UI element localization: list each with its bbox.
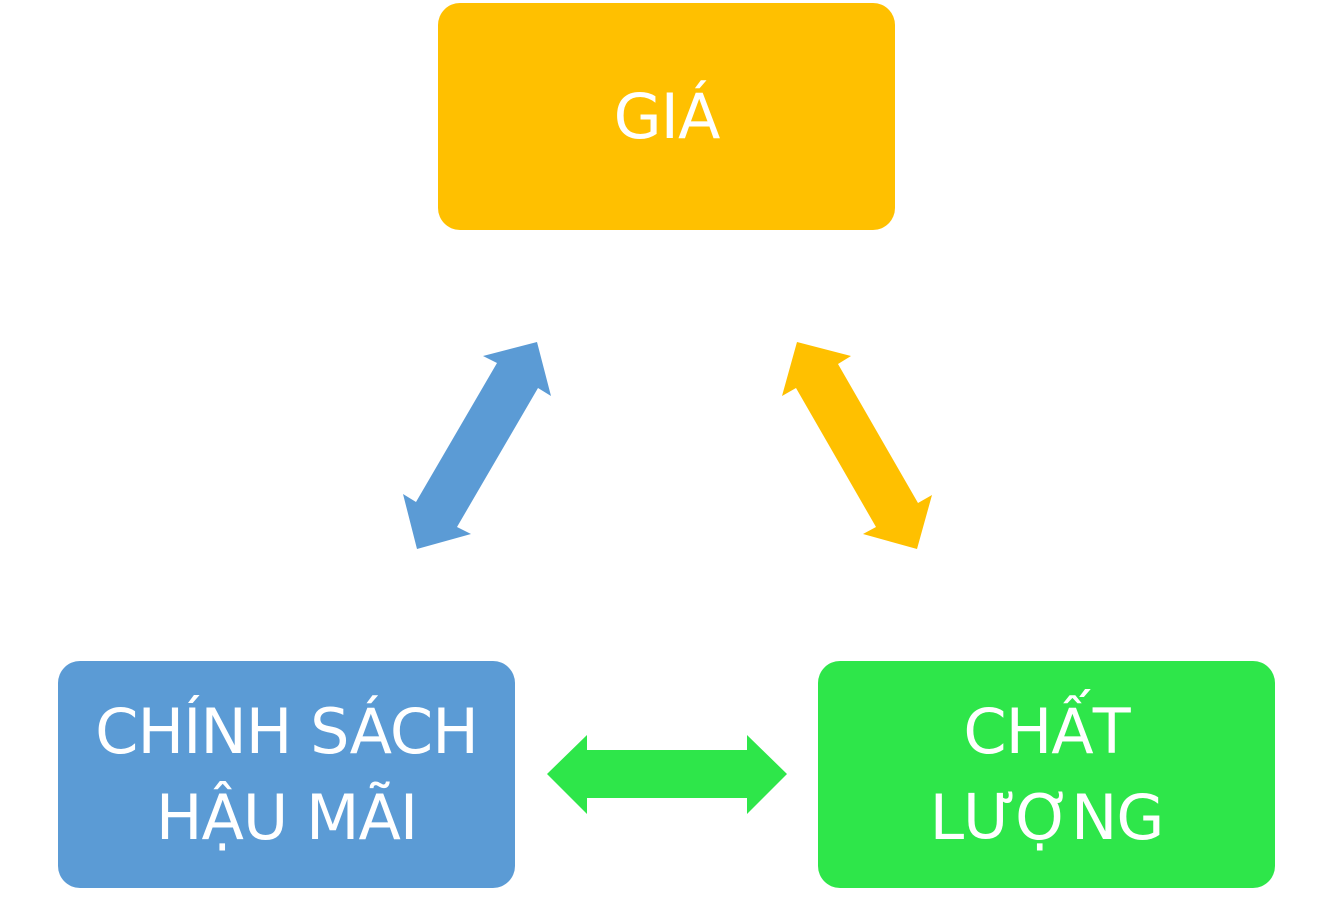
double-arrow-policy-quality (547, 735, 787, 814)
double-arrow-policy-price (403, 342, 551, 549)
node-quality: CHẤT LƯỢNG (818, 661, 1275, 888)
node-price: GIÁ (438, 3, 895, 230)
node-after-sales-policy: CHÍNH SÁCH HẬU MÃI (58, 661, 515, 888)
double-arrow-price-quality (782, 342, 932, 549)
